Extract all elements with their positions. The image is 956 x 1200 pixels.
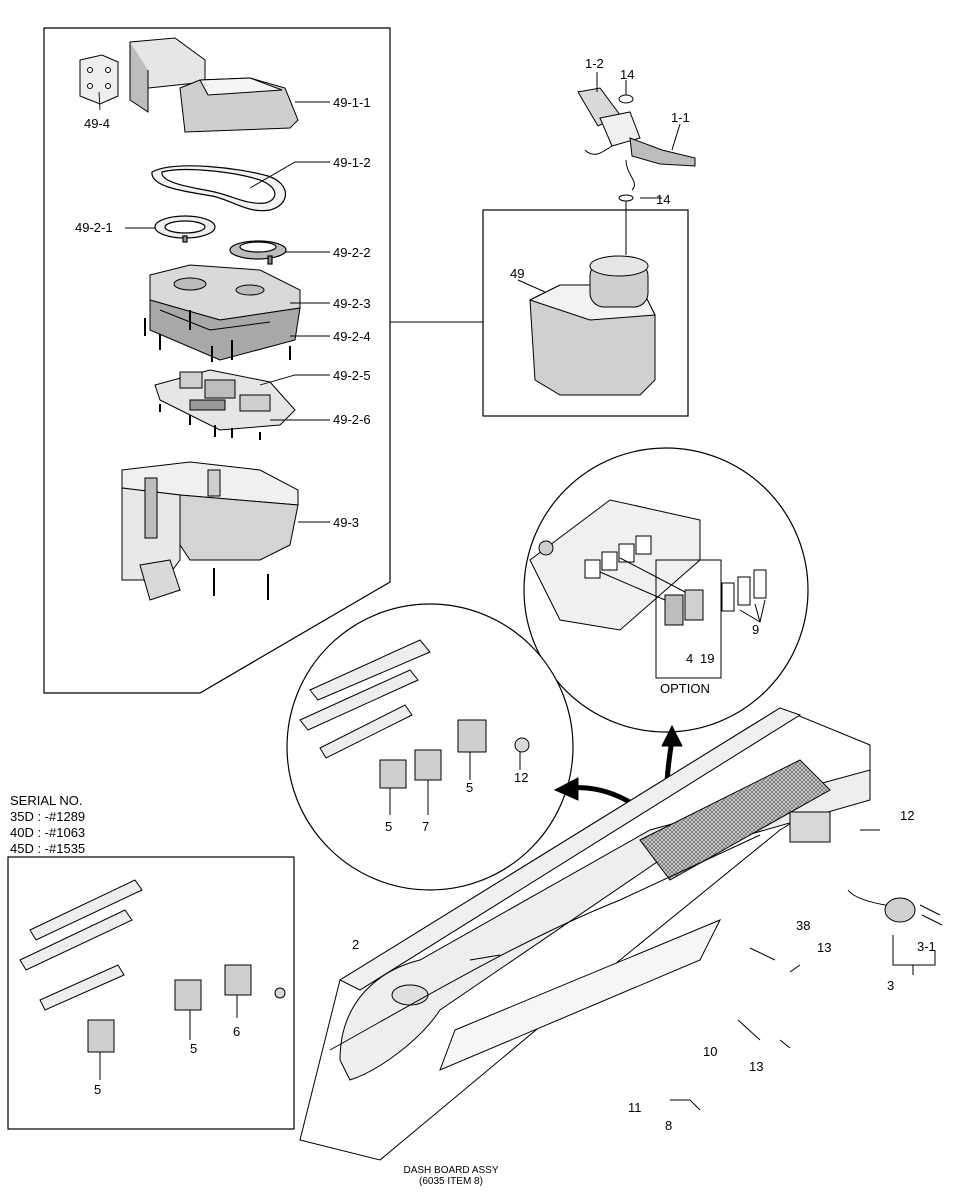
relay-detail-circle <box>286 603 574 891</box>
console-box-49 <box>482 200 689 417</box>
serial-line-35d: 35D : -#1289 <box>10 809 86 824</box>
label-5-box-right: 5 <box>190 1041 198 1056</box>
label-49-1-2: 49-1-2 <box>333 155 371 170</box>
ring-49-2-1 <box>154 215 216 243</box>
label-49-2-2: 49-2-2 <box>333 245 371 260</box>
gauge-housing-49-2-3 <box>144 264 301 362</box>
label-13-lower: 13 <box>749 1059 764 1074</box>
label-49-2-1: 49-2-1 <box>75 220 113 235</box>
console-exploded-panel <box>43 27 391 694</box>
combination-switch <box>577 72 696 202</box>
label-7: 7 <box>422 819 430 834</box>
serial-number-block: SERIAL NO. 35D : -#1289 40D : -#1063 45D… <box>10 793 85 857</box>
label-38: 38 <box>796 918 811 933</box>
label-49-2-3: 49-2-3 <box>333 296 371 311</box>
option-label: OPTION <box>660 681 710 696</box>
label-3: 3 <box>887 978 895 993</box>
label-14-bottom: 14 <box>656 192 671 207</box>
label-49-3: 49-3 <box>333 515 360 530</box>
label-1-2: 1-2 <box>585 56 604 71</box>
label-9: 9 <box>752 622 760 637</box>
label-5-circle-right: 5 <box>466 780 474 795</box>
serial-line-40d: 40D : -#1063 <box>10 825 86 840</box>
label-49-2-5: 49-2-5 <box>333 368 371 383</box>
label-12-dash: 12 <box>900 808 915 823</box>
label-8: 8 <box>665 1118 673 1133</box>
label-49: 49 <box>510 266 525 281</box>
label-19: 19 <box>700 651 715 666</box>
top-cover-49-1-1 <box>79 37 299 133</box>
label-6: 6 <box>233 1024 241 1039</box>
dash-board-assembly <box>299 707 943 1161</box>
label-5-circle-left: 5 <box>385 819 393 834</box>
lower-housing-49-3 <box>121 461 299 601</box>
leader-lines-left <box>98 91 330 523</box>
serial-line-45d: 45D : -#1535 <box>10 841 86 856</box>
gasket-49-1-2 <box>151 165 286 212</box>
serial-title: SERIAL NO. <box>10 793 83 808</box>
ring-49-2-2 <box>229 240 287 265</box>
label-49-2-4: 49-2-4 <box>333 329 371 344</box>
label-4: 4 <box>686 651 694 666</box>
label-49-2-6: 49-2-6 <box>333 412 371 427</box>
label-3-1: 3-1 <box>917 939 936 954</box>
label-13-upper: 13 <box>817 940 832 955</box>
label-5-box-left: 5 <box>94 1082 102 1097</box>
label-2: 2 <box>352 937 360 952</box>
caption-line-2: (6035 ITEM 8) <box>419 1176 483 1187</box>
key-switch-bracket <box>892 935 936 975</box>
dash-board-caption: DASH BOARD ASSY (6035 ITEM 8) <box>386 1165 516 1187</box>
label-1-1: 1-1 <box>671 110 690 125</box>
label-14-top: 14 <box>620 67 635 82</box>
serial-relay-box <box>7 856 295 1130</box>
option-detail-circle <box>523 447 809 733</box>
label-49-1-1: 49-1-1 <box>333 95 371 110</box>
caption-line-1: DASH BOARD ASSY <box>403 1165 499 1176</box>
label-10: 10 <box>703 1044 718 1059</box>
label-11: 11 <box>628 1100 642 1115</box>
label-49-4: 49-4 <box>84 116 111 131</box>
label-12-circle: 12 <box>514 770 529 785</box>
circuit-board-49-2-5 <box>154 369 296 440</box>
